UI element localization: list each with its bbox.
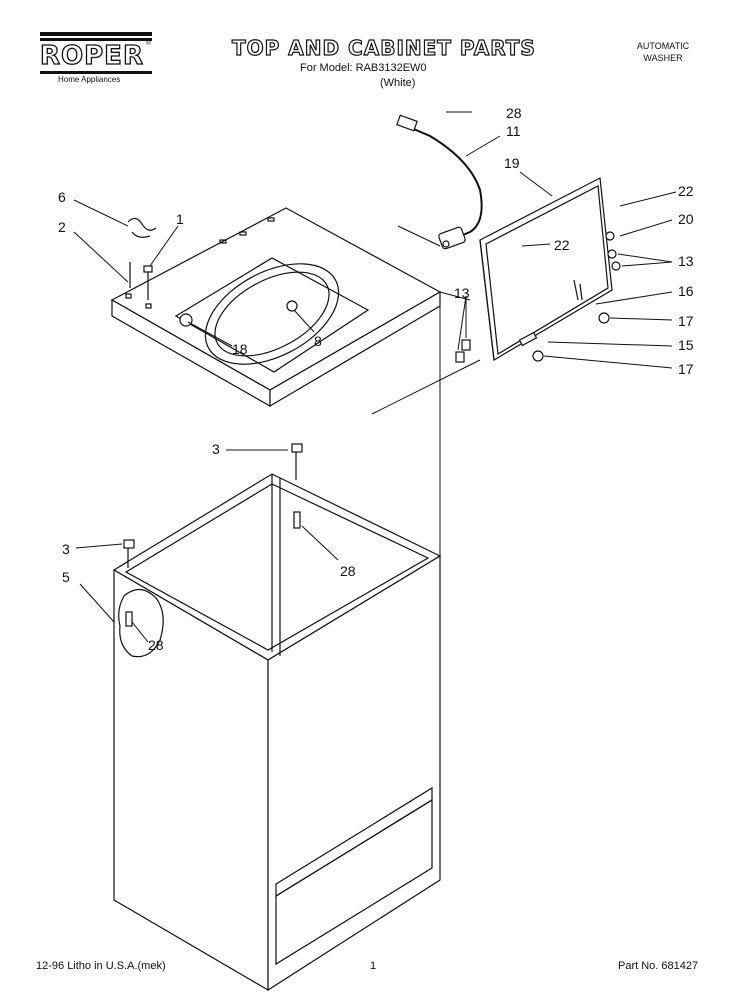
lid-switch-harness (396, 114, 483, 250)
callout-6: 6 (58, 189, 66, 205)
callout-1: 1 (176, 211, 184, 227)
console-frame (479, 177, 613, 361)
callout-11: 11 (506, 123, 521, 139)
callout-28-top: 28 (506, 105, 522, 121)
callout-13-right: 13 (678, 253, 694, 269)
callout-13-left: 13 (454, 285, 470, 301)
callout-17-lower: 17 (678, 361, 694, 377)
registered-mark: ® (146, 40, 152, 47)
callout-19: 19 (504, 155, 520, 171)
callout-3-upper: 3 (212, 441, 220, 457)
roper-logo: ROPER (39, 38, 152, 74)
callout-5: 5 (62, 569, 70, 585)
callout-22-right: 22 (678, 183, 694, 199)
callout-2: 2 (58, 219, 66, 235)
callout-leaders (73, 111, 677, 643)
part-number: Part No. 681427 (618, 960, 699, 972)
product-type-line1: AUTOMATIC (636, 41, 690, 51)
washer-top-panel (110, 207, 442, 408)
callout-20: 20 (678, 211, 694, 227)
callout-8: 8 (314, 333, 322, 349)
washer-cabinet (112, 473, 442, 992)
page-number: 1 (370, 960, 377, 972)
print-info: 12-96 Litho in U.S.A.(mek) (36, 960, 166, 972)
callout-22-inner: 22 (554, 237, 570, 253)
callout-28-low: 28 (148, 637, 164, 653)
callout-16: 16 (678, 283, 694, 299)
callout-17-upper: 17 (678, 313, 694, 329)
callout-28-mid: 28 (340, 563, 356, 579)
brand-tagline: Home Appliances (58, 75, 121, 84)
cabinet-hardware (123, 443, 303, 568)
model-line: For Model: RAB3132EW0 (300, 62, 427, 74)
callout-15: 15 (678, 337, 694, 353)
callout-3-lower: 3 (62, 541, 70, 557)
hinge-clips (127, 217, 157, 300)
console-hardware (455, 231, 621, 363)
color-line: (White) (380, 77, 416, 89)
logo-top-rule (40, 32, 152, 36)
product-type: AUTOMATIC WASHER (608, 40, 718, 64)
product-type-line2: WASHER (643, 53, 683, 63)
page-title: TOP AND CABINET PARTS (231, 35, 536, 60)
callout-18: 18 (232, 341, 248, 357)
